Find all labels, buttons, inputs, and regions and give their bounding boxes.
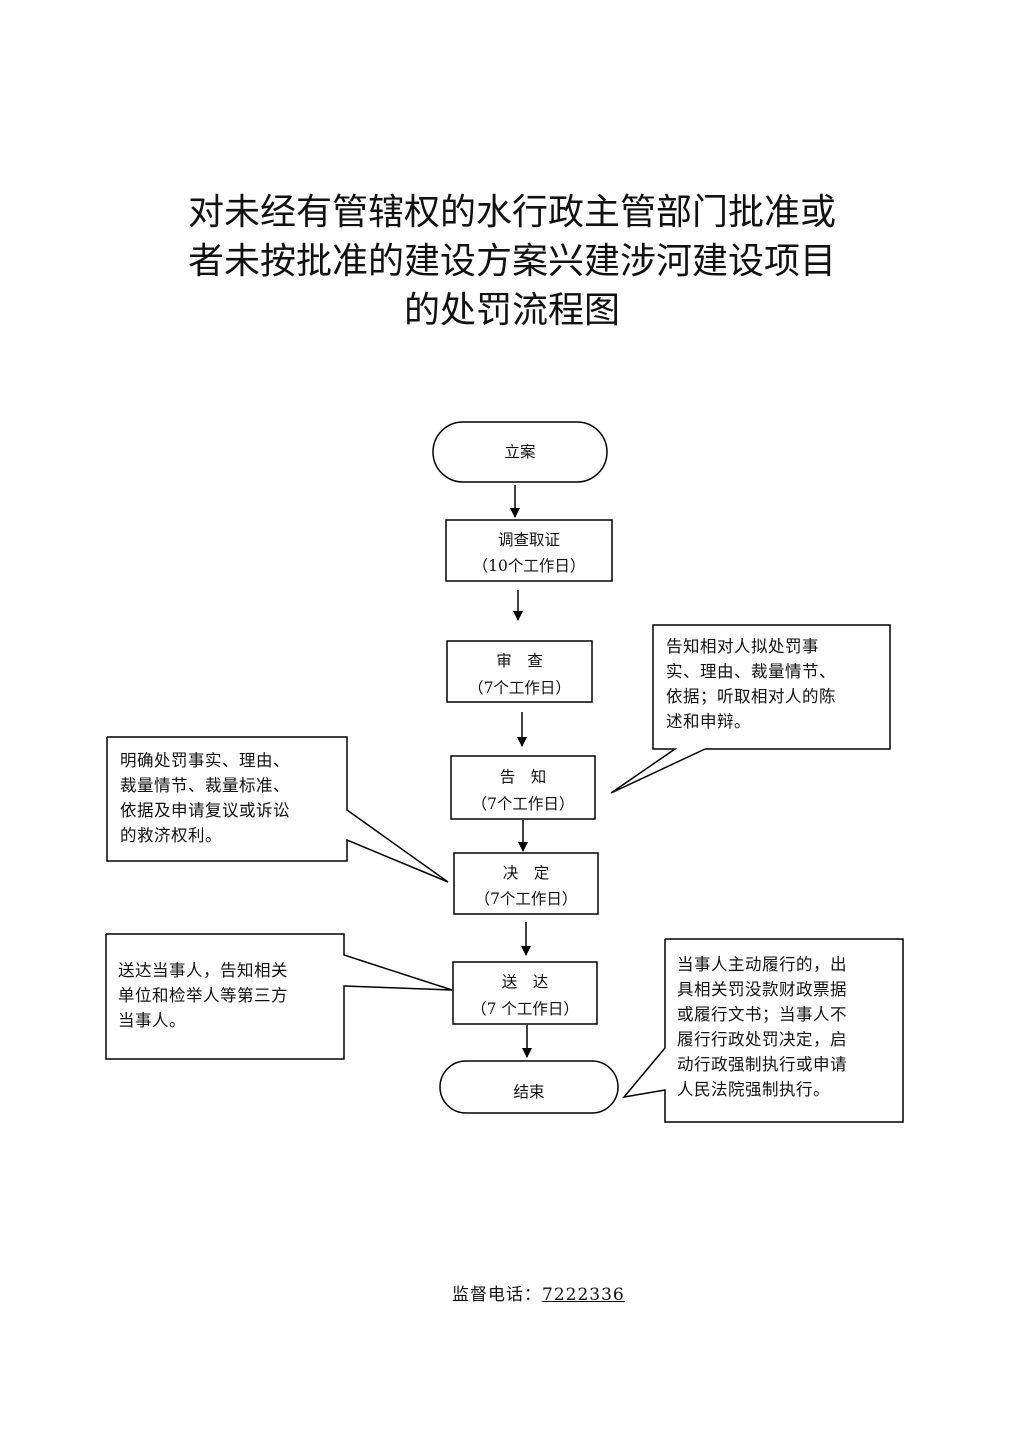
- review-duration: （7个工作日）: [468, 679, 571, 697]
- note-line: 单位和检举人等第三方: [118, 986, 288, 1005]
- note-line: 裁量情节、裁量标准、: [120, 776, 290, 795]
- decide-box: [453, 852, 599, 915]
- deliver-duration: （7 个工作日）: [471, 1000, 579, 1018]
- review-box: [446, 640, 593, 703]
- note-line: 告知相对人拟处罚事: [666, 637, 819, 656]
- note-line: 明确处罚事实、理由、: [120, 751, 290, 770]
- note-line: 当事人。: [118, 1011, 186, 1030]
- page-title-line-1: 对未经有管辖权的水行政主管部门批准或: [187, 192, 836, 233]
- investigate-duration: （10个工作日）: [472, 557, 586, 575]
- note-line: 或履行文书；当事人不: [677, 1005, 847, 1024]
- start-label: 立案: [504, 443, 536, 461]
- note-decide-left: 明确处罚事实、理由、 裁量情节、裁量标准、 依据及申请复议或诉讼 的救济权利。: [120, 748, 345, 848]
- note-line: 履行行政处罚决定，启: [677, 1030, 847, 1049]
- page-title-line-3: 的处罚流程图: [403, 290, 620, 331]
- note-line: 当事人主动履行的，出: [677, 955, 847, 974]
- supervision-phone-number: 7222336: [542, 1285, 625, 1305]
- investigate-label: 调查取证: [497, 531, 560, 549]
- start-terminal: [432, 421, 608, 483]
- note-line: 依据及申请复议或诉讼: [120, 801, 290, 820]
- note-line: 人民法院强制执行。: [677, 1080, 830, 1099]
- deliver-box: [452, 961, 598, 1025]
- note-line: 述和申辩。: [666, 712, 751, 731]
- review-label: 审 查: [496, 652, 543, 670]
- decide-duration: （7个工作日）: [474, 890, 578, 908]
- end-label: 结束: [513, 1083, 545, 1101]
- end-terminal: [439, 1060, 619, 1114]
- notify-duration: （7个工作日）: [471, 795, 575, 813]
- supervision-phone: 监督电话：7222336: [452, 1280, 625, 1305]
- note-line: 实、理由、裁量情节、: [666, 662, 836, 681]
- note-line: 的救济权利。: [120, 826, 222, 845]
- callout-deliver-left: [105, 933, 453, 1060]
- notify-label: 告 知: [499, 768, 547, 786]
- note-notify-right: 告知相对人拟处罚事 实、理由、裁量情节、 依据；听取相对人的陈 述和申辩。: [666, 634, 886, 734]
- note-line: 具相关罚没款财政票据: [677, 980, 847, 999]
- notify-box: [450, 755, 596, 820]
- decide-label: 决 定: [502, 864, 550, 882]
- note-deliver-left: 送达当事人，告知相关 单位和检举人等第三方 当事人。: [118, 958, 342, 1033]
- callout-end-right: [622, 938, 904, 1123]
- note-line: 依据；听取相对人的陈: [666, 687, 836, 706]
- note-end-right: 当事人主动履行的，出 具相关罚没款财政票据 或履行文书；当事人不 履行行政处罚决…: [677, 952, 901, 1102]
- investigate-box: [445, 519, 613, 582]
- callout-decide-left: [106, 736, 449, 883]
- note-line: 动行政强制执行或申请: [677, 1055, 847, 1074]
- note-line: 送达当事人，告知相关: [118, 961, 288, 980]
- callout-notify-right: [610, 624, 891, 794]
- deliver-label: 送 达: [501, 973, 549, 991]
- supervision-phone-label: 监督电话：: [452, 1285, 542, 1305]
- page-title-line-2: 者未按批准的建设方案兴建涉河建设项目: [187, 241, 836, 282]
